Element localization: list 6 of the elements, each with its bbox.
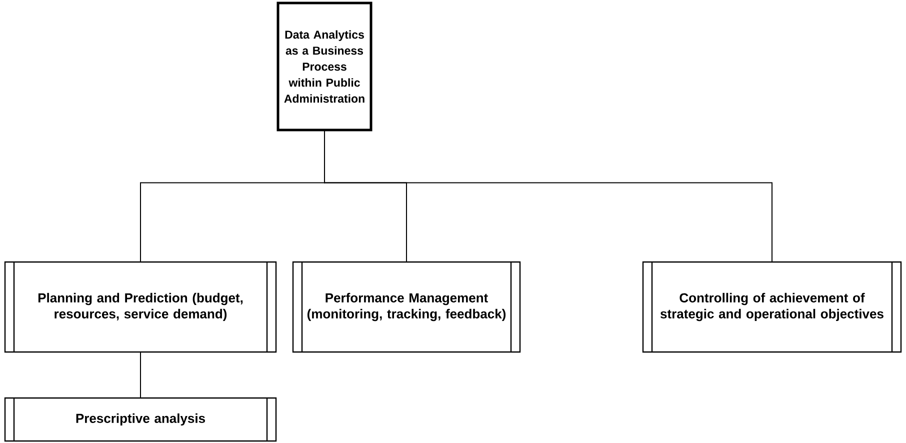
connector-line — [140, 352, 141, 398]
process-box: Controlling of achievement of strategic and operational objectives — [642, 261, 902, 353]
title-box: Data Analytics as a Business Process within Public Administration — [276, 2, 372, 132]
process-box: Planning and Prediction (budget, resources, service demand) — [4, 261, 277, 353]
process-box: Performance Management (monitoring, tracking, feedback) — [292, 261, 521, 353]
process-box: Prescriptive analysis — [4, 397, 277, 442]
